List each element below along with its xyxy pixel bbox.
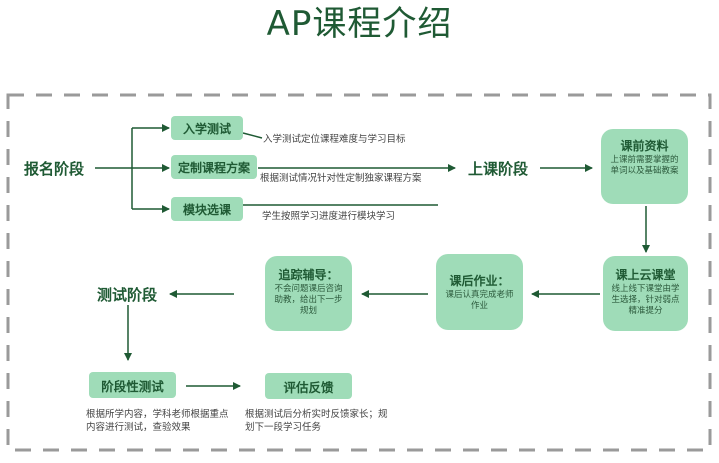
- note-entrance-test: 入学测试定位课程难度与学习目标: [263, 134, 406, 145]
- card-prep-desc: 上课前需要掌握的单词以及基础教案: [610, 155, 679, 176]
- dashed-frame: [6, 93, 712, 452]
- pill-feedback: 评估反馈: [265, 373, 352, 399]
- stage-signup: 报名阶段: [24, 160, 85, 178]
- card-tutoring: 追踪辅导： 不会问题课后咨询助教，给出下一步规划: [265, 256, 352, 331]
- note-stage-test: 根据所学内容，学科老师根据重点内容进行测试，查验效果: [86, 409, 229, 433]
- pill-custom-plan: 定制课程方案: [171, 155, 257, 179]
- pill-stage-test: 阶段性测试: [89, 372, 176, 398]
- card-homework: 课后作业： 课后认真完成老师作业: [436, 254, 523, 330]
- page-title: AP课程介绍: [266, 4, 453, 44]
- pill-module-select: 模块选课: [171, 197, 243, 221]
- note-custom-plan: 根据测试情况针对性定制独家课程方案: [260, 173, 422, 184]
- card-cloud-class: 课上云课堂 线上线下课堂由学生选择，针对弱点精准提分: [603, 256, 688, 331]
- card-cloud-title: 课上云课堂: [615, 268, 676, 282]
- pill-entrance-test: 入学测试: [171, 116, 243, 140]
- stage-class: 上课阶段: [468, 160, 529, 178]
- stage-test: 测试阶段: [97, 286, 158, 304]
- card-prep-title: 课前资料: [620, 139, 669, 153]
- line-entrance-note: [242, 132, 263, 139]
- card-homework-title: 课后作业：: [449, 274, 510, 288]
- card-prep-material: 课前资料 上课前需要掌握的单词以及基础教案: [601, 129, 688, 204]
- note-feedback: 根据测试后分析实时反馈家长；规划下一段学习任务: [245, 409, 388, 433]
- card-tutoring-title: 追踪辅导：: [278, 268, 339, 282]
- note-module-select: 学生按照学习进度进行模块学习: [262, 211, 396, 222]
- card-homework-desc: 课后认真完成老师作业: [445, 290, 514, 311]
- card-cloud-desc: 线上线下课堂由学生选择，针对弱点精准提分: [611, 284, 680, 316]
- card-tutoring-desc: 不会问题课后咨询助教，给出下一步规划: [274, 284, 343, 316]
